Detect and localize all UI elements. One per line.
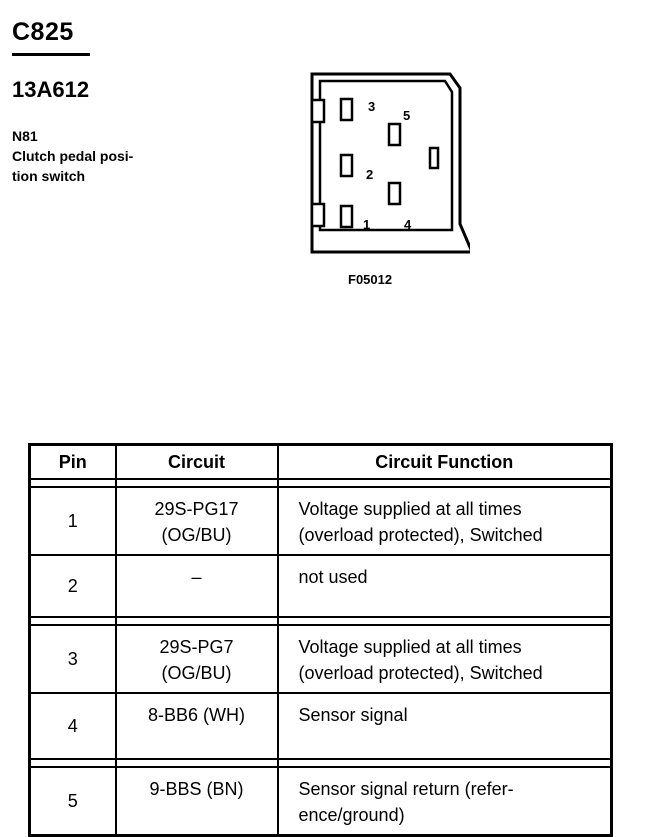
pin-cell: 3 [28,624,117,694]
connector-face-diagram: 1 2 3 4 5 [310,72,470,254]
description-line: Clutch pedal posi- [12,148,134,164]
circuit-line: 29S-PG7 [159,637,234,657]
circuit-line: – [191,567,202,587]
function-cell: Sensor signal [276,692,613,760]
pin-cavity-4 [387,181,402,206]
table-row: 3 29S-PG7 (OG/BU) Voltage supplied at al… [28,624,613,694]
function-cell: Voltage supplied at all times (overload … [276,624,613,694]
description-line: tion switch [12,168,86,184]
table-gap [28,616,613,626]
function-cell: Voltage supplied at all times (overload … [276,486,613,556]
circuit-line: 8-BB6 (WH) [147,705,245,725]
table-row: 2 – not used [28,554,613,618]
circuit-cell: 29S-PG17 (OG/BU) [114,486,279,556]
connector-id-underline [12,53,90,56]
circuit-line: (OG/BU) [161,525,232,545]
table-row: 1 29S-PG17 (OG/BU) Voltage supplied at a… [28,486,613,556]
function-cell: Sensor signal return (refer- ence/ground… [276,766,613,837]
pin-cell: 5 [28,766,117,837]
circuit-cell: – [114,554,279,618]
part-number: 13A612 [12,77,90,102]
circuit-cell: 8-BB6 (WH) [114,692,279,760]
column-header-pin: Pin [28,443,117,480]
connector-housing-outer [310,72,470,254]
pin-label-2: 2 [366,167,373,182]
circuit-line: (OG/BU) [161,663,232,683]
circuit-cell: 29S-PG7 (OG/BU) [114,624,279,694]
function-line: Voltage supplied at all times [298,637,522,657]
latch-tab-bottom [310,202,326,228]
circuit-cell: 9-BBS (BN) [114,766,279,837]
circuit-line: 29S-PG17 [154,499,239,519]
function-line: (overload protected), Switched [298,525,543,545]
pin-cavity-3 [339,97,354,122]
function-line: not used [298,567,368,587]
table-row: 5 9-BBS (BN) Sensor signal return (refer… [28,766,613,837]
function-line: Voltage supplied at all times [298,499,522,519]
figure-id: F05012 [348,272,393,287]
pin-cavity-5 [387,122,402,147]
circuit-line: 9-BBS (BN) [149,779,244,799]
function-line: Sensor signal [298,705,408,725]
pin-label-5: 5 [403,108,410,123]
column-header-circuit-function: Circuit Function [276,443,613,480]
table-gap [28,758,613,768]
pin-label-1: 1 [363,217,370,232]
pin-cavity-1 [339,204,354,229]
table-header-row: Pin Circuit Circuit Function [28,443,613,480]
pin-cell: 2 [28,554,117,618]
component-description: N81 Clutch pedal posi- tion switch [12,126,133,186]
pin-label-3: 3 [368,99,375,114]
connector-id: C825 [12,18,74,46]
pin-cell: 4 [28,692,117,760]
function-cell: not used [276,554,613,618]
pin-cell: 1 [28,486,117,556]
description-line: N81 [12,128,38,144]
function-line: ence/ground) [298,805,405,825]
function-line: Sensor signal return (refer- [298,779,514,799]
column-header-circuit: Circuit [114,443,279,480]
pin-label-4: 4 [404,217,412,232]
pin-table: Pin Circuit Circuit Function 1 29S-PG17 … [28,443,613,837]
table-gap [28,478,613,488]
function-line: (overload protected), Switched [298,663,543,683]
latch-tab-top [310,98,326,124]
table-row: 4 8-BB6 (WH) Sensor signal [28,692,613,760]
pin-cavity-2 [339,153,354,178]
connector-key [428,146,440,170]
